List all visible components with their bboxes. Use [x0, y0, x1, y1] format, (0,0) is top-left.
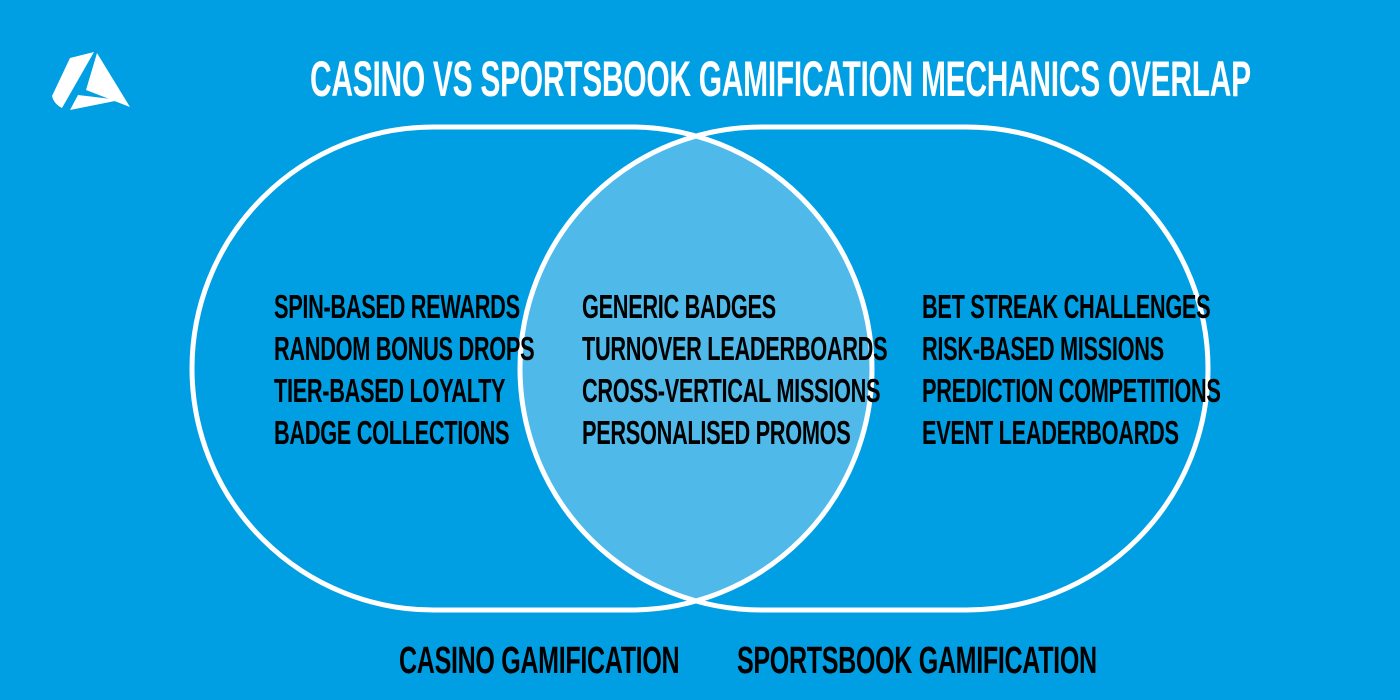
casino-label: Casino Gamification: [399, 640, 680, 682]
sportsbook-list: Bet streak challenges Risk-based mission…: [922, 286, 1221, 454]
list-item: Cross-vertical missions: [582, 372, 881, 409]
list-item: Risk-based missions: [922, 330, 1164, 367]
list-item: Bet streak challenges: [922, 288, 1211, 325]
list-item: Prediction competitions: [922, 372, 1221, 409]
list-item: Spin-based rewards: [274, 288, 520, 325]
page-title: Casino vs Sportsbook Gamification Mechan…: [310, 51, 1251, 107]
casino-set-outline: [189, 124, 875, 613]
sportsbook-label: Sportsbook Gamification: [737, 640, 1097, 682]
list-item: Personalised promos: [582, 414, 851, 451]
overlap-region: [518, 135, 874, 602]
overlap-list: Generic badges Turnover leaderboards Cro…: [582, 286, 888, 454]
list-item: Generic badges: [582, 288, 776, 325]
list-item: Badge collections: [274, 414, 510, 451]
list-item: Event leaderboards: [922, 414, 1179, 451]
list-item: Random bonus drops: [274, 330, 535, 367]
list-item: Turnover leaderboards: [582, 330, 888, 367]
sportsbook-set-outline: [517, 124, 1211, 613]
list-item: Tier-based loyalty: [274, 372, 506, 409]
casino-list: Spin-based rewards Random bonus drops Ti…: [274, 286, 535, 454]
brand-logo: [52, 52, 130, 110]
